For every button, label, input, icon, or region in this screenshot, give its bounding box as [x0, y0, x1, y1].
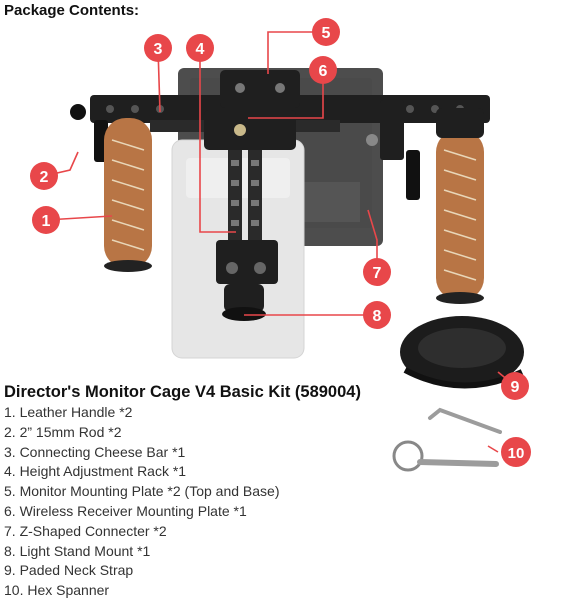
callout-3: 3 — [144, 34, 172, 62]
list-item: 10. Hex Spanner — [4, 582, 110, 599]
list-item: 5. Monitor Mounting Plate *2 (Top and Ba… — [4, 483, 280, 500]
list-item: 8. Light Stand Mount *1 — [4, 542, 151, 559]
leather-handle-right — [436, 108, 484, 304]
svg-text:1: 1 — [42, 213, 51, 230]
svg-text:10: 10 — [508, 445, 525, 462]
z-shaped-connecters — [366, 100, 404, 160]
kit-title: Director's Monitor Cage V4 Basic Kit (58… — [4, 383, 361, 401]
callout-2: 2 — [30, 162, 58, 190]
svg-text:2: 2 — [40, 169, 49, 186]
list-item: 2. 2” 15mm Rod *2 — [4, 423, 122, 440]
package-contents-heading: Package Contents: — [4, 2, 140, 19]
svg-text:4: 4 — [196, 41, 205, 58]
list-item: 1. Leather Handle *2 — [4, 404, 133, 420]
hex-spanner — [392, 407, 502, 472]
callout-1: 1 — [32, 206, 60, 234]
svg-text:7: 7 — [373, 265, 382, 282]
leather-handle-left — [104, 118, 152, 272]
svg-text:8: 8 — [373, 308, 382, 325]
callout-9: 9 — [501, 372, 529, 400]
callout-7: 7 — [363, 258, 391, 286]
list-item: 6. Wireless Receiver Mounting Plate *1 — [4, 502, 247, 519]
callout-4: 4 — [186, 34, 214, 62]
light-stand-mount — [216, 240, 278, 321]
contents-list: 1. Leather Handle *2 2. 2” 15mm Rod *2 3… — [4, 403, 280, 601]
list-item: 7. Z-Shaped Connecter *2 — [4, 522, 167, 539]
callout-5: 5 — [312, 18, 340, 46]
monitor-mounting-plate — [204, 70, 300, 150]
callout-8: 8 — [363, 301, 391, 329]
list-item: 3. Connecting Cheese Bar *1 — [4, 443, 186, 460]
list-item: 4. Height Adjustment Rack *1 — [4, 463, 187, 480]
svg-text:5: 5 — [322, 25, 331, 42]
callout-10: 10 — [501, 437, 531, 467]
list-item: 9. Paded Neck Strap — [4, 562, 134, 579]
svg-text:9: 9 — [511, 379, 520, 396]
callout-6: 6 — [309, 56, 337, 84]
svg-text:3: 3 — [154, 41, 163, 58]
svg-text:6: 6 — [319, 63, 328, 80]
height-adjustment-rack — [228, 132, 262, 252]
